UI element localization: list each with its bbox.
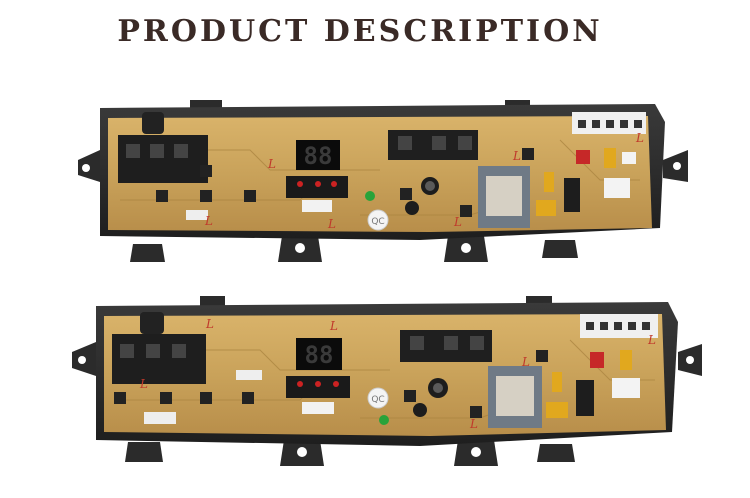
control-board-top: 88 QC L L L L L L bbox=[78, 100, 688, 262]
qc-sticker bbox=[367, 387, 389, 409]
svg-text:L: L bbox=[512, 149, 521, 163]
svg-text:L: L bbox=[635, 131, 644, 145]
green-led bbox=[365, 191, 375, 201]
yellow-capacitor bbox=[544, 172, 554, 192]
mounting-tab bbox=[72, 296, 702, 376]
seven-segment-display bbox=[296, 140, 340, 170]
led-housing bbox=[286, 176, 348, 198]
silkscreen-mark: L L L L L L bbox=[139, 317, 656, 431]
yellow-capacitor bbox=[552, 372, 562, 392]
yellow-capacitor bbox=[546, 402, 568, 418]
display-digits: 88 bbox=[304, 142, 333, 170]
white-connector bbox=[604, 178, 630, 198]
svg-text:L: L bbox=[205, 317, 214, 331]
white-connector bbox=[302, 200, 332, 212]
silkscreen-mark: L L L L L L bbox=[204, 131, 644, 231]
capacitor bbox=[405, 201, 419, 215]
green-led bbox=[379, 415, 389, 425]
svg-text:L: L bbox=[267, 157, 276, 171]
tact-button bbox=[114, 350, 548, 418]
bottom-clip bbox=[125, 440, 575, 466]
power-relay bbox=[564, 178, 580, 212]
control-board-bottom: 88 QC L L L L L L bbox=[72, 296, 702, 466]
svg-text:L: L bbox=[139, 377, 148, 391]
display-digits: 88 bbox=[305, 341, 334, 369]
switch-block bbox=[118, 135, 208, 183]
red-connector bbox=[590, 352, 604, 368]
svg-text:L: L bbox=[469, 417, 478, 431]
switch-block bbox=[112, 334, 206, 384]
tact-button bbox=[156, 148, 534, 217]
svg-text:QC: QC bbox=[371, 395, 384, 405]
yellow-capacitor bbox=[536, 200, 556, 216]
power-relay bbox=[576, 380, 594, 416]
white-connector bbox=[612, 378, 640, 398]
selector-knob bbox=[142, 112, 164, 134]
white-connector bbox=[144, 412, 176, 424]
yellow-capacitor bbox=[604, 148, 616, 168]
white-connector bbox=[186, 210, 208, 220]
red-connector bbox=[576, 150, 590, 164]
svg-text:L: L bbox=[647, 333, 656, 347]
svg-text:L: L bbox=[453, 215, 462, 229]
svg-text:L: L bbox=[204, 214, 213, 228]
svg-text:L: L bbox=[521, 355, 530, 369]
white-connector bbox=[302, 402, 334, 414]
qc-sticker bbox=[367, 209, 389, 231]
capacitor bbox=[413, 403, 427, 417]
seven-segment-display bbox=[296, 338, 342, 370]
bottom-clip bbox=[130, 236, 578, 262]
svg-text:L: L bbox=[327, 217, 336, 231]
white-connector bbox=[236, 370, 262, 380]
svg-text:L: L bbox=[329, 319, 338, 333]
yellow-capacitor bbox=[620, 350, 632, 370]
page-title: PRODUCT DESCRIPTION bbox=[117, 14, 603, 49]
svg-text:QC: QC bbox=[371, 217, 384, 227]
white-connector bbox=[622, 152, 636, 164]
selector-knob bbox=[140, 312, 164, 334]
